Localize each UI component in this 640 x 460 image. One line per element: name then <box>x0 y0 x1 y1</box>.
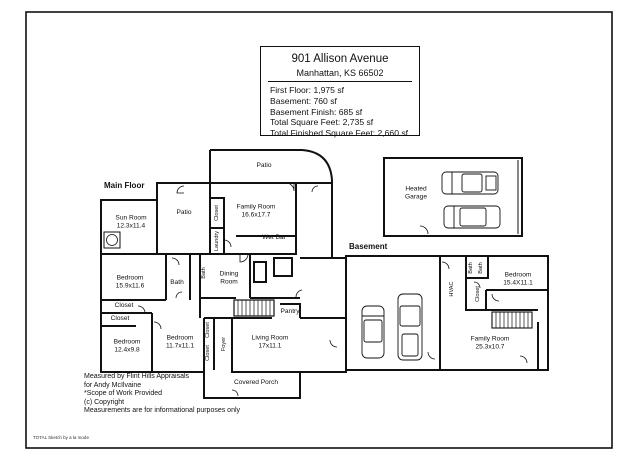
door-swings <box>137 182 338 397</box>
bedroom-2-label: Bedroom 12.4x9.8 <box>114 338 141 353</box>
family-room-name: Family Room <box>236 203 276 211</box>
covered-porch-label: Covered Porch <box>234 379 278 387</box>
wet-bar-label: Wet Bar <box>262 234 286 242</box>
bath-2-label: Bath <box>201 267 207 279</box>
closet-e-label: Closet <box>205 345 211 361</box>
bedroom-3-dim: 11.7x11.1 <box>166 342 194 349</box>
closet-d-label: Closet <box>205 322 211 338</box>
basement-area: Basement: 760 sf <box>270 95 337 106</box>
area-summary: First Floor: 1,975 sf Basement: 760 sf B… <box>270 85 408 139</box>
bsmt-family-room-name: Family Room <box>470 335 510 343</box>
family-room-dim: 16.6x17.7 <box>241 211 271 218</box>
note-line-1: Measured by Flint Hills Appraisals <box>84 373 190 380</box>
closet-a-label: Closet <box>214 205 220 221</box>
sun-room-name: Sun Room <box>115 214 147 222</box>
basement-door-swings <box>427 261 528 364</box>
dining-room-label: Dining Room <box>220 270 239 285</box>
bsmt-bedroom-label: Bedroom 15.4X11.1 <box>503 271 533 286</box>
total-finished-area: Total Finished Square Feet: 2,660 sf <box>270 128 409 139</box>
basement-heading: Basement <box>349 242 388 251</box>
bedroom-1-dim: 15.9x11.6 <box>115 282 145 289</box>
main-floor-heading: Main Floor <box>104 181 145 190</box>
laundry-label: Laundry <box>214 230 220 252</box>
note-line-5: Measurements are for informational purpo… <box>84 407 241 415</box>
garage-truck <box>441 171 499 195</box>
dining-room-dim: Room <box>220 278 238 285</box>
hot-tub <box>103 231 121 249</box>
note-line-2: for Andy McIlvaine <box>84 381 142 389</box>
main-floor-walls <box>100 149 347 399</box>
garage-walls <box>383 157 523 237</box>
bedroom-3-name: Bedroom <box>166 334 194 342</box>
heated-garage-label: Heated Garage <box>405 185 427 200</box>
bedroom-1-label: Bedroom 15.9x11.6 <box>116 274 144 289</box>
living-room-label: Living Room 17x11.1 <box>252 334 289 349</box>
bsmt-bedroom-name: Bedroom <box>504 271 532 279</box>
measurement-notes: Measured by Flint Hills Appraisals for A… <box>84 373 240 416</box>
heated-garage-dim: Garage <box>405 193 427 200</box>
closet-c-label: Closet <box>110 315 130 323</box>
bsmt-family-room-dim: 25.3x10.7 <box>475 343 505 350</box>
sun-room-label: Sun Room 12.3x11.4 <box>115 214 146 229</box>
info-divider <box>268 81 412 82</box>
basement-walls <box>345 255 549 371</box>
living-room-name: Living Room <box>251 334 289 342</box>
total-area: Total Square Feet: 2,735 sf <box>270 117 374 128</box>
property-info-box: 901 Allison Avenue Manhattan, KS 66502 F… <box>260 46 420 139</box>
hvac-label: HVAC <box>449 281 455 297</box>
note-line-3: *Scope of Work Provided <box>84 390 163 398</box>
dining-room-name: Dining <box>219 270 239 278</box>
bedroom-3-label: Bedroom 11.7x11.1 <box>166 334 194 349</box>
heated-garage-name: Heated <box>405 185 427 193</box>
sun-room-dim: 12.3x11.4 <box>116 222 146 229</box>
bsmt-family-room-label: Family Room 25.3x10.7 <box>471 335 510 350</box>
bath-b2-label: Bath <box>478 262 484 274</box>
closet-bsmt-label: Closet <box>475 286 481 302</box>
software-credit: TOTAL Sketch by a la mode <box>33 435 89 440</box>
family-room-label: Family Room 16.6x17.7 <box>237 203 276 218</box>
basement-car-1 <box>361 305 385 359</box>
address-line-1: 901 Allison Avenue <box>291 53 389 65</box>
foyer-label: Foyer <box>221 336 227 352</box>
bedroom-2-name: Bedroom <box>113 338 141 346</box>
patio-top-label: Patio <box>256 162 272 170</box>
main-stairs <box>233 299 275 317</box>
living-room-dim: 17x11.1 <box>258 342 282 349</box>
bath-1-label: Bath <box>170 279 184 287</box>
garage-suv <box>443 205 501 229</box>
basement-finish-area: Basement Finish: 685 sf <box>270 106 363 117</box>
patio-label: Patio <box>176 209 192 217</box>
outer-border <box>25 11 613 449</box>
closet-b-label: Closet <box>114 302 134 310</box>
note-line-4: (c) Copyright <box>84 398 125 406</box>
bedroom-1-name: Bedroom <box>116 274 144 282</box>
basement-car-2 <box>397 293 423 361</box>
first-floor-area: First Floor: 1,975 sf <box>270 85 345 95</box>
bath-b-label: Bath <box>468 262 474 274</box>
pantry-label: Pantry <box>280 308 300 316</box>
address-line-2: Manhattan, KS 66502 <box>296 68 384 78</box>
bsmt-bedroom-dim: 15.4X11.1 <box>503 279 533 286</box>
bedroom-2-dim: 12.4x9.8 <box>114 346 140 353</box>
basement-stairs <box>491 311 533 329</box>
